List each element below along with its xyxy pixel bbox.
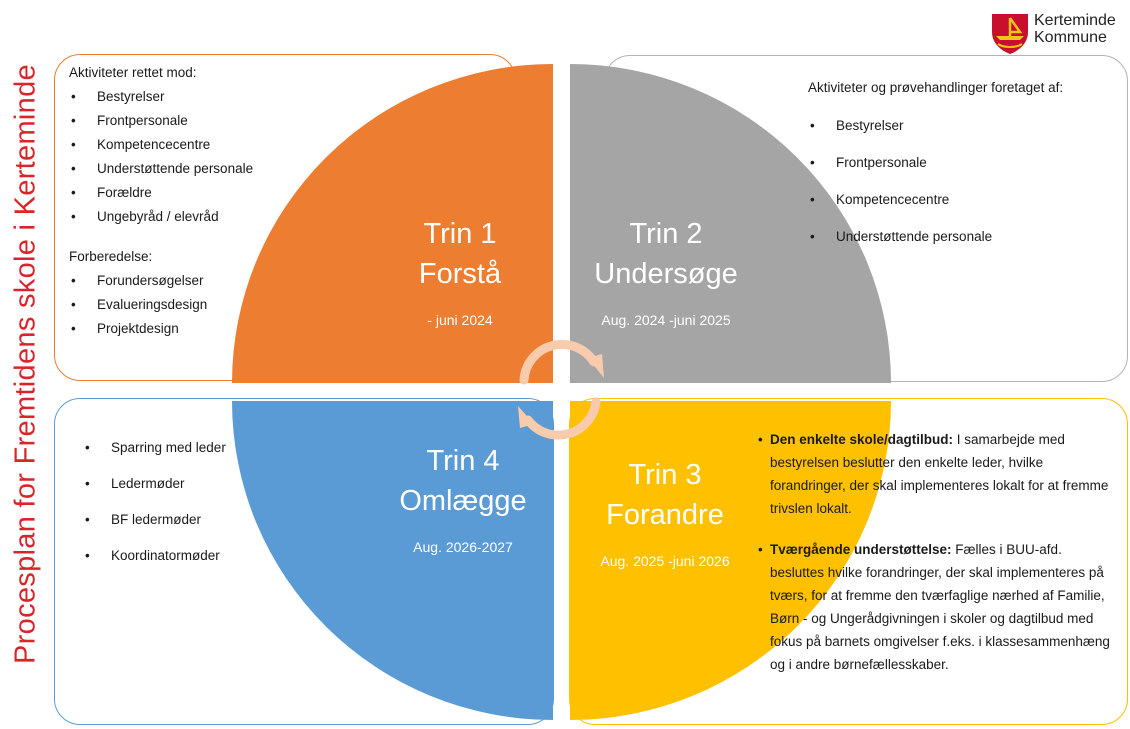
- quadrant-title-line2: Undersøge: [594, 258, 738, 290]
- list-item: Kompetencecentre: [69, 133, 253, 157]
- participant-list: Bestyrelser Frontpersonale Kompetencecen…: [808, 114, 1063, 249]
- item-label: Den enkelte skole/dagtilbud:: [770, 432, 954, 447]
- quadrant-title-line1: Trin 4: [426, 445, 500, 477]
- panel-heading: Aktiviteter rettet mod:: [69, 65, 197, 80]
- quadrant-date: Aug. 2025 -juni 2026: [600, 553, 730, 569]
- quadrant-title-line1: Trin 2: [629, 218, 703, 250]
- list-item: Kompetencecentre: [808, 188, 1063, 212]
- panel-trin4-text: Sparring med leder Ledermøder BF ledermø…: [83, 436, 226, 580]
- activity-list: Bestyrelser Frontpersonale Kompetencecen…: [69, 85, 253, 229]
- cycle-arrow-icon: [518, 339, 604, 440]
- list-item: BF ledermøder: [83, 508, 226, 532]
- quadrant-trin4: [232, 401, 553, 720]
- list-item: Projektdesign: [69, 317, 253, 341]
- item-label: Tværgående understøttelse:: [770, 542, 952, 557]
- list-item: Ledermøder: [83, 472, 226, 496]
- quadrant-date: Aug. 2024 -juni 2025: [601, 312, 731, 328]
- quadrant-date: Aug. 2026-2027: [413, 539, 513, 555]
- list-item: Understøttende personale: [69, 157, 253, 181]
- item-text: I samarbejde med bestyrelsen beslutter d…: [770, 432, 1109, 516]
- list-item: Forældre: [69, 181, 253, 205]
- quadrant-trin1: [232, 64, 553, 383]
- list-item: Frontpersonale: [808, 151, 1063, 175]
- list-item: Forundersøgelser: [69, 269, 253, 293]
- quadrant-title-line2: Forandre: [606, 499, 724, 531]
- item-text: Fælles i BUU-afd. besluttes hvilke foran…: [770, 542, 1110, 672]
- list-item: Evalueringsdesign: [69, 293, 253, 317]
- list-item: Bestyrelser: [808, 114, 1063, 138]
- list-item: Understøttende personale: [808, 225, 1063, 249]
- panel-trin3-text: Den enkelte skole/dagtilbud: I samarbejd…: [758, 428, 1113, 694]
- logo-line1: Kerteminde: [1034, 12, 1116, 29]
- list-item: Bestyrelser: [69, 85, 253, 109]
- quadrant-title-line2: Forstå: [418, 258, 502, 290]
- list-item: Sparring med leder: [83, 436, 226, 460]
- list-item: Koordinatormøder: [83, 544, 226, 568]
- quadrant-date: - juni 2024: [427, 312, 493, 328]
- meeting-list: Sparring med leder Ledermøder BF ledermø…: [83, 436, 226, 568]
- list-item: Frontpersonale: [69, 109, 253, 133]
- quadrant-trin2: [570, 64, 891, 383]
- quadrant-label-trin3: Trin 3 Forandre Aug. 2025 -juni 2026: [585, 455, 745, 569]
- shield-icon: [992, 14, 1028, 54]
- quadrant-label-trin1: Trin 1 Forstå - juni 2024: [380, 214, 540, 328]
- quadrant-title-line2: Omlægge: [399, 485, 527, 517]
- logo-line2: Kommune: [1034, 29, 1107, 46]
- panel-heading: Aktiviteter og prøvehandlinger foretaget…: [808, 80, 1064, 95]
- list-item: Ungebyråd / elevråd: [69, 205, 253, 229]
- list-item: Tværgående understøttelse: Fælles i BUU-…: [758, 538, 1113, 676]
- quadrant-label-trin2: Trin 2 Undersøge Aug. 2024 -juni 2025: [586, 214, 746, 328]
- quadrant-label-trin4: Trin 4 Omlægge Aug. 2026-2027: [383, 441, 543, 555]
- preparation-list: Forundersøgelser Evalueringsdesign Proje…: [69, 269, 253, 341]
- list-item: Den enkelte skole/dagtilbud: I samarbejd…: [758, 428, 1113, 520]
- panel-trin2-text: Aktiviteter og prøvehandlinger foretaget…: [808, 76, 1063, 249]
- panel-trin1-text: Aktiviteter rettet mod: Bestyrelser Fron…: [69, 61, 253, 341]
- quadrant-title-line1: Trin 1: [423, 218, 497, 250]
- logo-text: Kerteminde Kommune: [1034, 12, 1116, 46]
- quadrant-title-line1: Trin 3: [628, 459, 702, 491]
- panel-heading: Forberedelse:: [69, 249, 153, 264]
- kommune-logo: Kerteminde Kommune: [988, 10, 1130, 56]
